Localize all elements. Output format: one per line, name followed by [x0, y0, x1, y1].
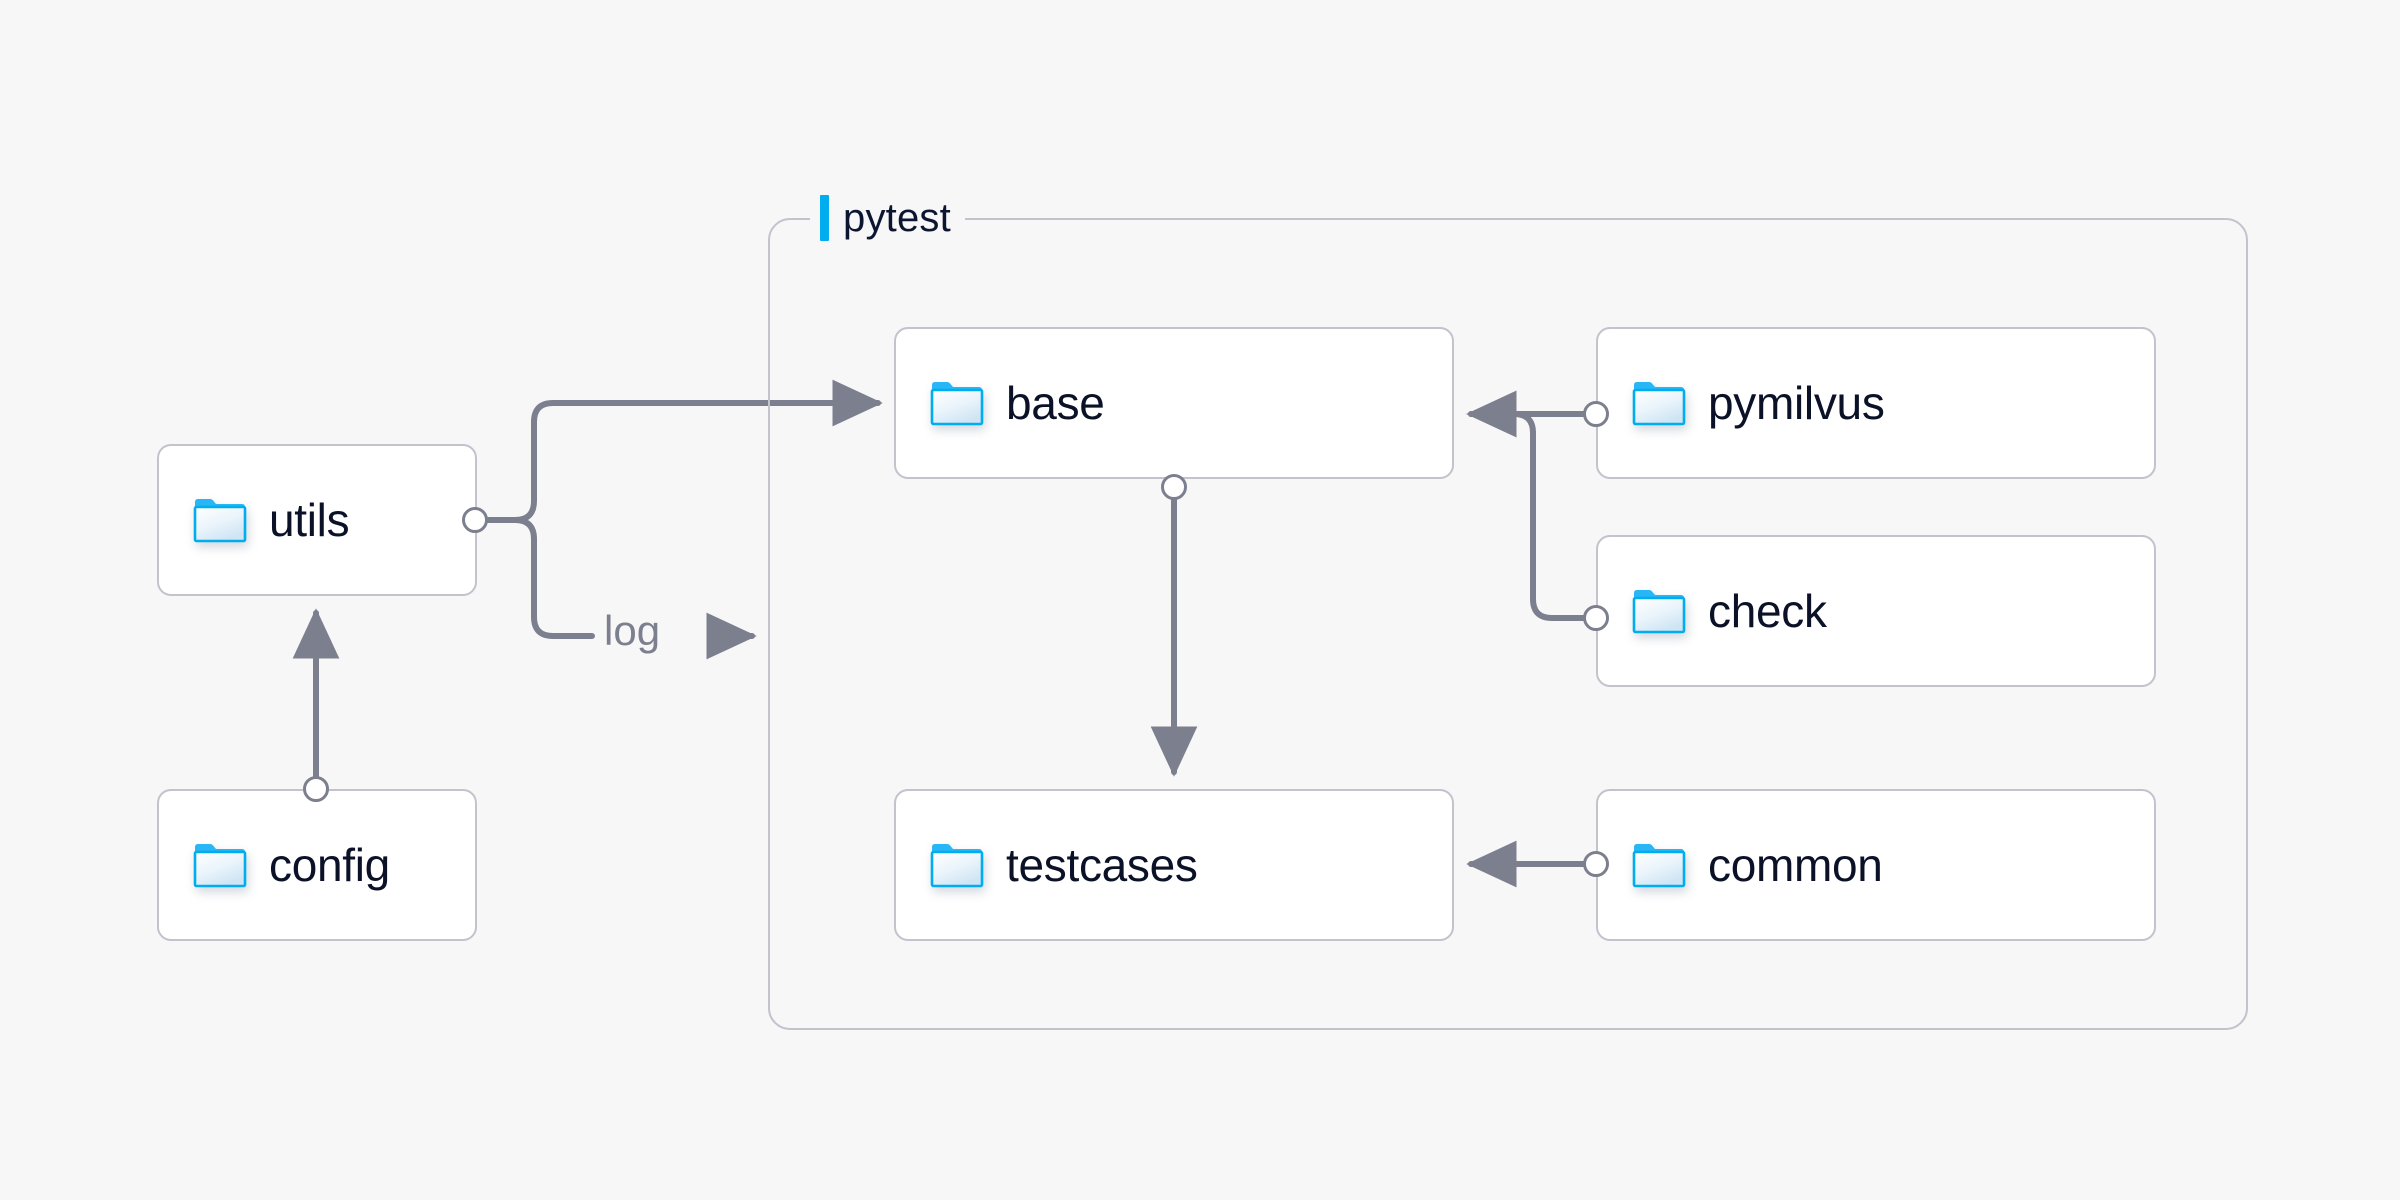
folder-icon [193, 842, 247, 888]
port-utils-right[interactable] [462, 507, 488, 533]
group-pytest-label-text: pytest [843, 195, 951, 240]
node-base[interactable]: base [894, 327, 1454, 479]
folder-icon [930, 380, 984, 426]
node-pymilvus[interactable]: pymilvus [1596, 327, 2156, 479]
node-pymilvus-label: pymilvus [1708, 377, 1885, 429]
node-check[interactable]: check [1596, 535, 2156, 687]
group-pytest[interactable] [768, 218, 2248, 1030]
node-utils-label: utils [269, 494, 350, 546]
node-common-label: common [1708, 839, 1883, 891]
group-pytest-label: pytest [810, 195, 965, 241]
port-base-bottom[interactable] [1161, 474, 1187, 500]
folder-icon [930, 842, 984, 888]
node-config-label: config [269, 839, 390, 891]
folder-icon [1632, 588, 1686, 634]
node-testcases[interactable]: testcases [894, 789, 1454, 941]
node-utils[interactable]: utils [157, 444, 477, 596]
node-check-label: check [1708, 585, 1827, 637]
folder-icon [1632, 842, 1686, 888]
edge-label-log: log [598, 607, 667, 655]
node-config[interactable]: config [157, 789, 477, 941]
port-pymilvus-left[interactable] [1583, 401, 1609, 427]
edge-utils-to-log [485, 517, 595, 639]
group-accent-bar [820, 195, 829, 241]
port-check-left[interactable] [1583, 605, 1609, 631]
folder-icon [1632, 380, 1686, 426]
node-base-label: base [1006, 377, 1105, 429]
node-common[interactable]: common [1596, 789, 2156, 941]
folder-icon [193, 497, 247, 543]
port-config-top[interactable] [303, 776, 329, 802]
node-testcases-label: testcases [1006, 839, 1198, 891]
port-common-left[interactable] [1583, 851, 1609, 877]
